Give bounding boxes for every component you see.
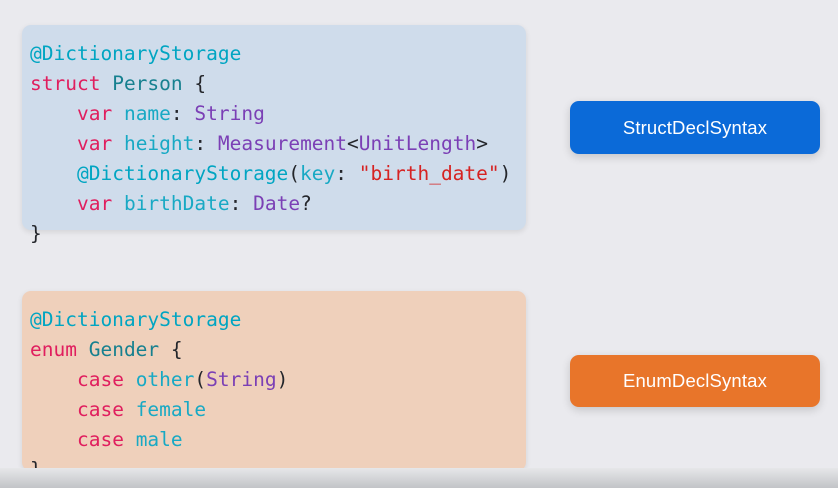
code-token: @DictionaryStorage [30, 308, 242, 331]
code-token: { [182, 72, 207, 95]
code-line: struct Person { [30, 69, 508, 99]
code-token: < [347, 132, 359, 155]
code-token [112, 132, 124, 155]
code-token: female [135, 398, 207, 421]
code-token: : [229, 192, 254, 215]
code-line: @DictionaryStorage [30, 305, 508, 335]
code-token: other [135, 368, 195, 391]
code-token: ) [499, 162, 512, 185]
code-token: : [170, 102, 195, 125]
code-token: UnitLength [358, 132, 477, 155]
badge-struct-label: StructDeclSyntax [622, 116, 768, 138]
code-token [30, 162, 77, 185]
code-token [112, 192, 124, 215]
code-token [112, 102, 124, 125]
code-token: String [206, 368, 277, 391]
code-line: var height: Measurement<UnitLength> [30, 129, 508, 159]
code-token: var [76, 132, 113, 155]
badge-enum-label: EnumDeclSyntax [623, 370, 767, 391]
code-token: ? [300, 192, 312, 215]
code-token [30, 368, 77, 391]
code-line: } [30, 219, 508, 249]
code-token: var [76, 102, 113, 125]
code-token: ) [276, 368, 289, 391]
code-token: birthDate [123, 192, 230, 215]
code-token: ( [288, 162, 301, 185]
code-token [30, 192, 77, 215]
badge-enum-decl-syntax[interactable]: EnumDeclSyntax [570, 355, 820, 407]
code-token: name [123, 102, 171, 125]
code-token [30, 132, 77, 155]
code-token: case [76, 428, 124, 451]
code-token: : [335, 162, 359, 185]
code-token: String [194, 102, 265, 125]
code-token: } [30, 222, 42, 245]
code-line: enum Gender { [30, 335, 508, 365]
code-token: Person [112, 72, 183, 95]
code-token: { [159, 338, 183, 361]
code-token: enum [30, 338, 77, 361]
code-token [77, 338, 89, 361]
code-line: case male [30, 425, 508, 455]
code-panel-struct: @DictionaryStorage struct Person { var na… [22, 25, 526, 245]
code-line: @DictionaryStorage(key: "birth_date") [30, 159, 511, 189]
code-token [124, 368, 136, 391]
code-token [30, 398, 77, 421]
code-token: @DictionaryStorage [30, 42, 242, 65]
code-line: case female [30, 395, 508, 425]
code-line: case other(String) [30, 365, 508, 395]
code-token: "birth_date" [358, 162, 500, 185]
code-token [30, 102, 77, 125]
code-token: case [76, 368, 124, 391]
code-token: height [123, 132, 195, 155]
code-line: @DictionaryStorage [30, 39, 508, 69]
code-token: ( [194, 368, 207, 391]
code-token: Date [253, 192, 301, 215]
code-token: case [76, 398, 124, 421]
code-token: var [76, 192, 113, 215]
code-token: key [300, 162, 336, 185]
slide-bottom-band [0, 468, 838, 488]
code-token [124, 398, 136, 421]
code-token [124, 428, 136, 451]
code-line: var name: String [30, 99, 508, 129]
code-token: Measurement [217, 132, 348, 155]
code-panel-enum: @DictionaryStorage enum Gender { case oth… [22, 291, 526, 481]
code-token: Gender [88, 338, 160, 361]
code-token: > [476, 132, 488, 155]
code-token [30, 428, 77, 451]
code-token: : [194, 132, 218, 155]
code-line: var birthDate: Date? [30, 189, 508, 219]
badge-struct-decl-syntax[interactable]: StructDeclSyntax [570, 101, 820, 154]
code-token [100, 72, 112, 95]
code-token: struct [30, 72, 101, 95]
code-token: male [135, 428, 183, 451]
code-token: @DictionaryStorage [76, 162, 289, 185]
